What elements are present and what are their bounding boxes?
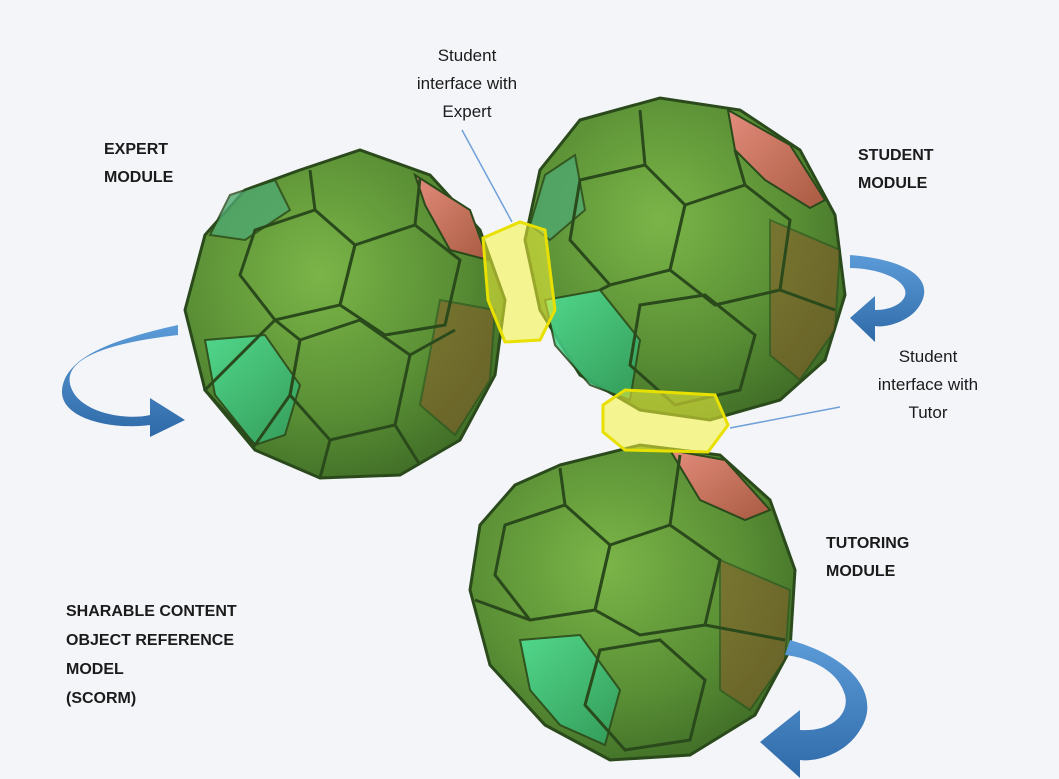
expert-interface-highlight — [481, 220, 557, 344]
tutor-interface-highlight — [601, 388, 730, 454]
scorm-label-line2: OBJECT REFERENCE — [66, 632, 235, 649]
student-module-label-line1: STUDENT — [858, 147, 934, 164]
tutoring-module-sphere — [468, 443, 797, 762]
expert-interface-label-line1: Student — [437, 46, 497, 65]
expert-interface-label-line2: interface with — [416, 74, 518, 93]
expert-rotation-arrow-icon — [61, 325, 185, 437]
tutor-interface-label-line2: interface with — [877, 375, 979, 394]
tutoring-module-label-line2: MODULE — [826, 563, 896, 580]
tutoring-rotation-arrow-icon — [760, 640, 868, 778]
tutoring-module-label-line1: TUTORING — [826, 535, 910, 552]
scorm-label-line3: MODEL — [66, 661, 124, 678]
tutor-interface-label-line3: Tutor — [908, 403, 948, 422]
scorm-label-line4: (SCORM) — [66, 690, 137, 707]
tutor-interface-pointer — [729, 406, 841, 429]
expert-module-label-line1: EXPERT — [104, 141, 169, 158]
scorm-label-line1: SHARABLE CONTENT — [66, 603, 237, 620]
scorm-label: SHARABLE CONTENT OBJECT REFERENCE MODEL … — [66, 597, 237, 713]
tutoring-module-label: TUTORING MODULE — [826, 530, 909, 586]
expert-module-sphere — [183, 148, 507, 480]
expert-interface-label-line3: Expert — [442, 102, 492, 121]
student-module-label: STUDENT MODULE — [858, 142, 934, 198]
expert-module-label-line2: MODULE — [104, 169, 174, 186]
tutor-interface-label-line1: Student — [898, 347, 958, 366]
student-module-label-line2: MODULE — [858, 175, 928, 192]
student-module-sphere — [523, 96, 847, 422]
expert-interface-pointer — [461, 129, 513, 223]
student-rotation-arrow-icon — [850, 255, 925, 342]
tutor-interface-label: Student interface with Tutor — [848, 343, 1008, 427]
expert-module-label: EXPERT MODULE — [104, 136, 173, 192]
expert-interface-label: Student interface with Expert — [392, 42, 542, 126]
